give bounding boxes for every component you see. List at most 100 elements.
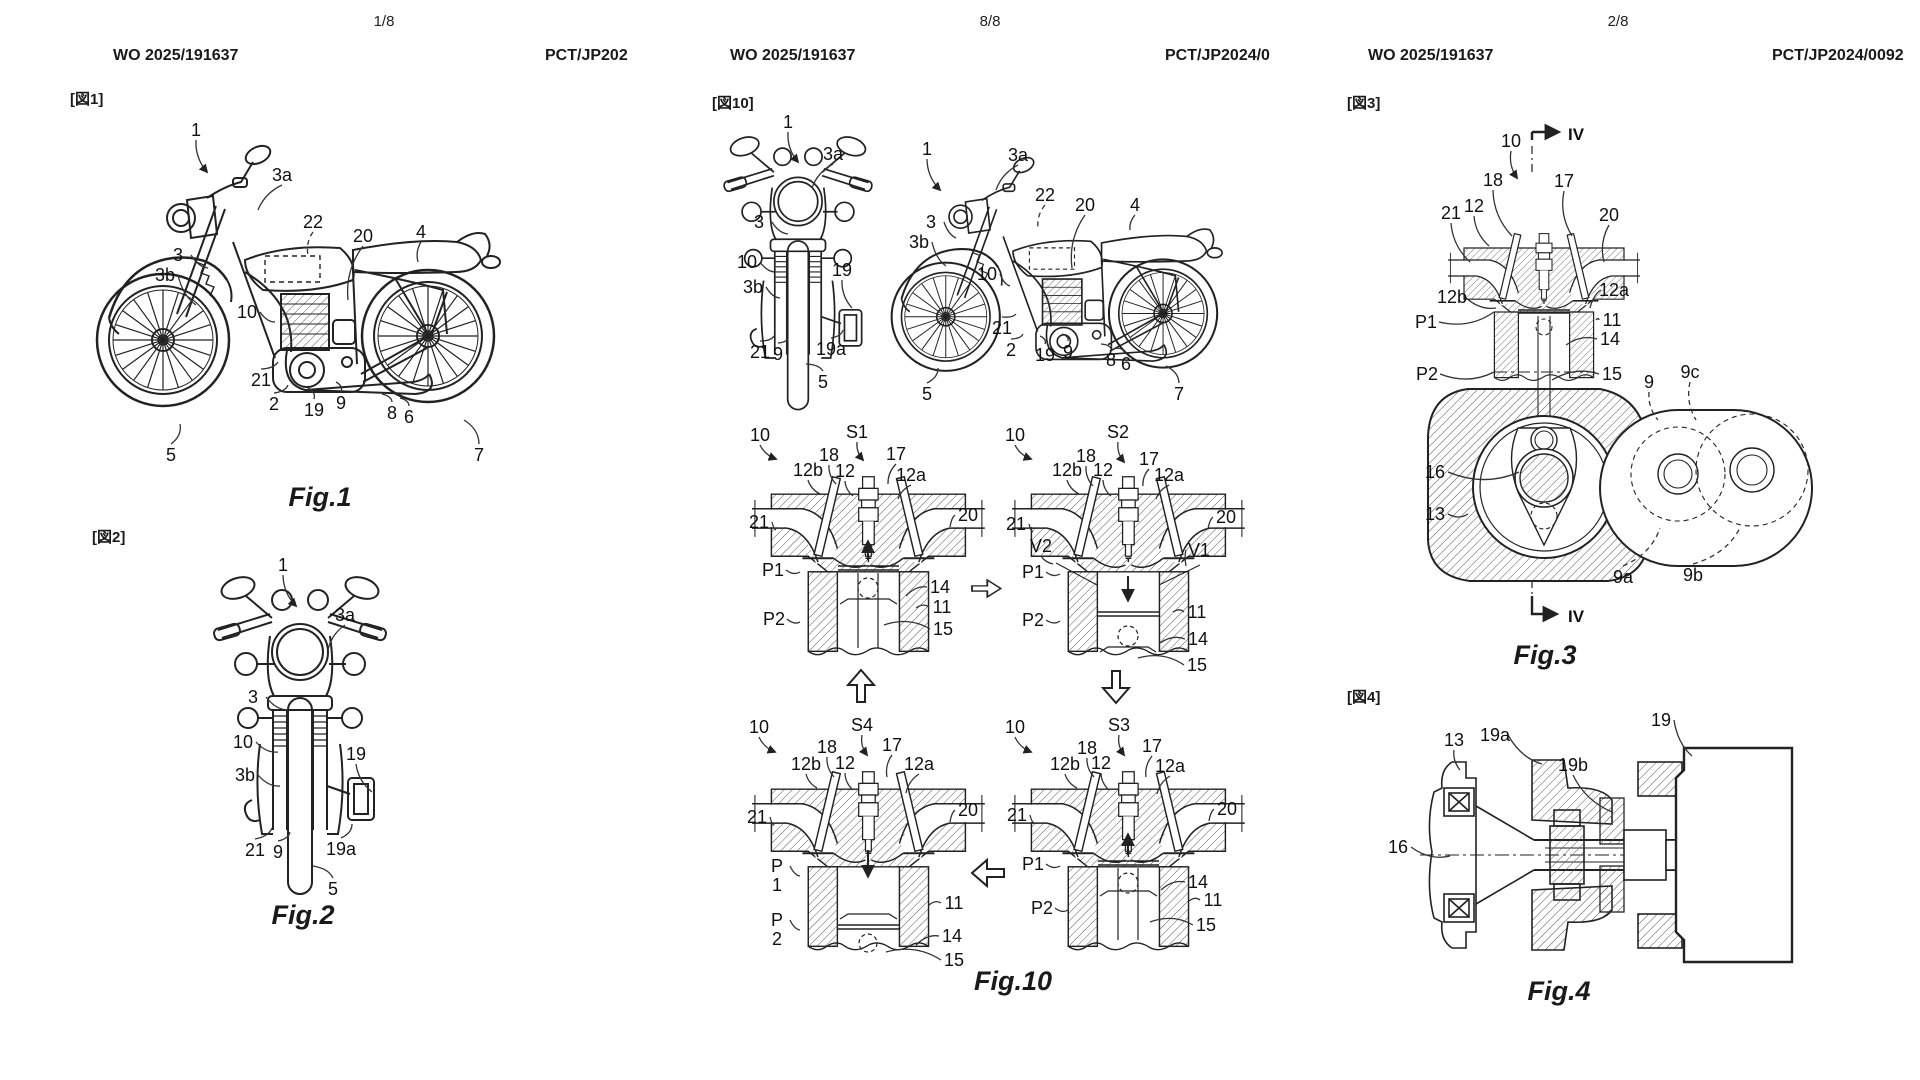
leader-line xyxy=(190,254,209,269)
ref-label: 1 xyxy=(191,120,201,140)
leader-line xyxy=(399,397,410,407)
leader-line xyxy=(883,620,931,630)
ref-label: 18 xyxy=(1077,738,1097,758)
ref-label: 3a xyxy=(1008,145,1029,165)
ref-label: 14 xyxy=(1188,872,1208,892)
leader-line xyxy=(1188,897,1201,902)
cylinder-state-s1 xyxy=(751,475,986,656)
ref-label: 10 xyxy=(749,717,769,737)
leader-line xyxy=(805,773,818,789)
leader-line xyxy=(257,774,281,787)
fig2-caption: Fig.2 xyxy=(271,900,335,930)
leader-line xyxy=(254,827,273,840)
leader-line xyxy=(1014,444,1033,461)
fig4-drawing xyxy=(1420,746,1795,964)
ref-label: 19a xyxy=(816,339,847,359)
leader-line xyxy=(1172,609,1185,613)
leader-line xyxy=(1145,755,1153,778)
ref-label: 19 xyxy=(304,400,324,420)
ref-label: 13 xyxy=(1425,504,1445,524)
leader-line xyxy=(1207,516,1214,530)
ref-label: 5 xyxy=(328,879,338,899)
ref-label: 3 xyxy=(754,212,764,232)
ref-label: 5 xyxy=(818,372,828,392)
ref-label: 15 xyxy=(944,950,964,970)
leader-line xyxy=(381,393,393,403)
leader-line xyxy=(1100,343,1112,350)
ref-label: 17 xyxy=(882,735,902,755)
leader-line xyxy=(1149,917,1194,926)
leader-line xyxy=(1100,772,1110,791)
leader-line xyxy=(1129,214,1136,231)
leader-line xyxy=(1447,513,1469,518)
ref-label: 3b xyxy=(235,765,255,785)
ref-label: 12 xyxy=(1093,460,1113,480)
leader-line xyxy=(826,756,835,778)
ref-label: 16 xyxy=(1425,462,1445,482)
ref-label: 12 xyxy=(835,461,855,481)
leader-line xyxy=(257,184,283,211)
page3-application-number: PCT/JP2024/0092 xyxy=(1772,47,1904,64)
leader-line xyxy=(1622,527,1661,567)
leader-line xyxy=(335,381,343,393)
leader-line xyxy=(759,335,775,342)
leader-line xyxy=(1102,479,1112,497)
page2-number: 8/8 xyxy=(979,13,1001,30)
leader-line xyxy=(416,241,422,263)
coupling-19b xyxy=(1599,797,1625,845)
ref-label: P2 xyxy=(1022,610,1044,630)
ref-label: 9b xyxy=(1683,565,1703,585)
leader-line xyxy=(931,241,947,267)
leader-line xyxy=(786,618,801,624)
leader-line xyxy=(999,273,1011,287)
leader-line xyxy=(1155,484,1170,500)
page3-publication-number: WO 2025/191637 xyxy=(1368,47,1494,64)
ref-label: 19 xyxy=(1035,345,1055,365)
leader-line xyxy=(1648,391,1659,421)
leader-line xyxy=(887,463,897,485)
leader-line xyxy=(844,480,854,497)
leader-line xyxy=(949,809,956,823)
leader-line xyxy=(1165,365,1180,384)
page3-number: 2/8 xyxy=(1607,13,1629,30)
leader-line xyxy=(1565,336,1598,346)
leader-line xyxy=(785,569,801,575)
leader-line xyxy=(355,763,373,793)
ref-label: 9 xyxy=(273,842,283,862)
ref-label: 4 xyxy=(1130,195,1140,215)
ref-label: 11 xyxy=(1188,602,1207,622)
leader-line xyxy=(858,734,869,757)
ref-label: 13 xyxy=(1444,730,1464,750)
ref-label: V1 xyxy=(1188,540,1210,560)
leader-line xyxy=(915,604,930,609)
ref-label: P1 xyxy=(1415,312,1437,332)
leader-line xyxy=(1447,471,1520,481)
ref-label: 19a xyxy=(1480,725,1511,745)
ref-label: 21 xyxy=(1006,514,1026,534)
ref-label: 11 xyxy=(945,893,964,913)
ref-label: 10 xyxy=(750,425,770,445)
ref-label: 14 xyxy=(1188,629,1208,649)
leader-line xyxy=(1589,289,1602,309)
leader-line xyxy=(943,221,957,239)
fig3-caption: Fig.3 xyxy=(1513,640,1577,670)
leader-line xyxy=(1066,479,1080,495)
page1-number: 1/8 xyxy=(373,13,395,30)
leader-line xyxy=(1160,880,1186,891)
sequence-arrow-down-icon xyxy=(1102,670,1130,704)
leader-line xyxy=(340,823,353,839)
ref-label: S2 xyxy=(1107,422,1129,442)
leader-line xyxy=(885,754,893,778)
leader-line xyxy=(1045,571,1061,577)
ref-label: S3 xyxy=(1108,715,1130,735)
leader-line xyxy=(1142,468,1150,487)
ref-label: 16 xyxy=(1388,837,1408,857)
leader-line xyxy=(327,624,346,651)
leader-line xyxy=(1673,719,1693,757)
leader-line xyxy=(1692,527,1741,565)
leader-line xyxy=(830,329,844,339)
